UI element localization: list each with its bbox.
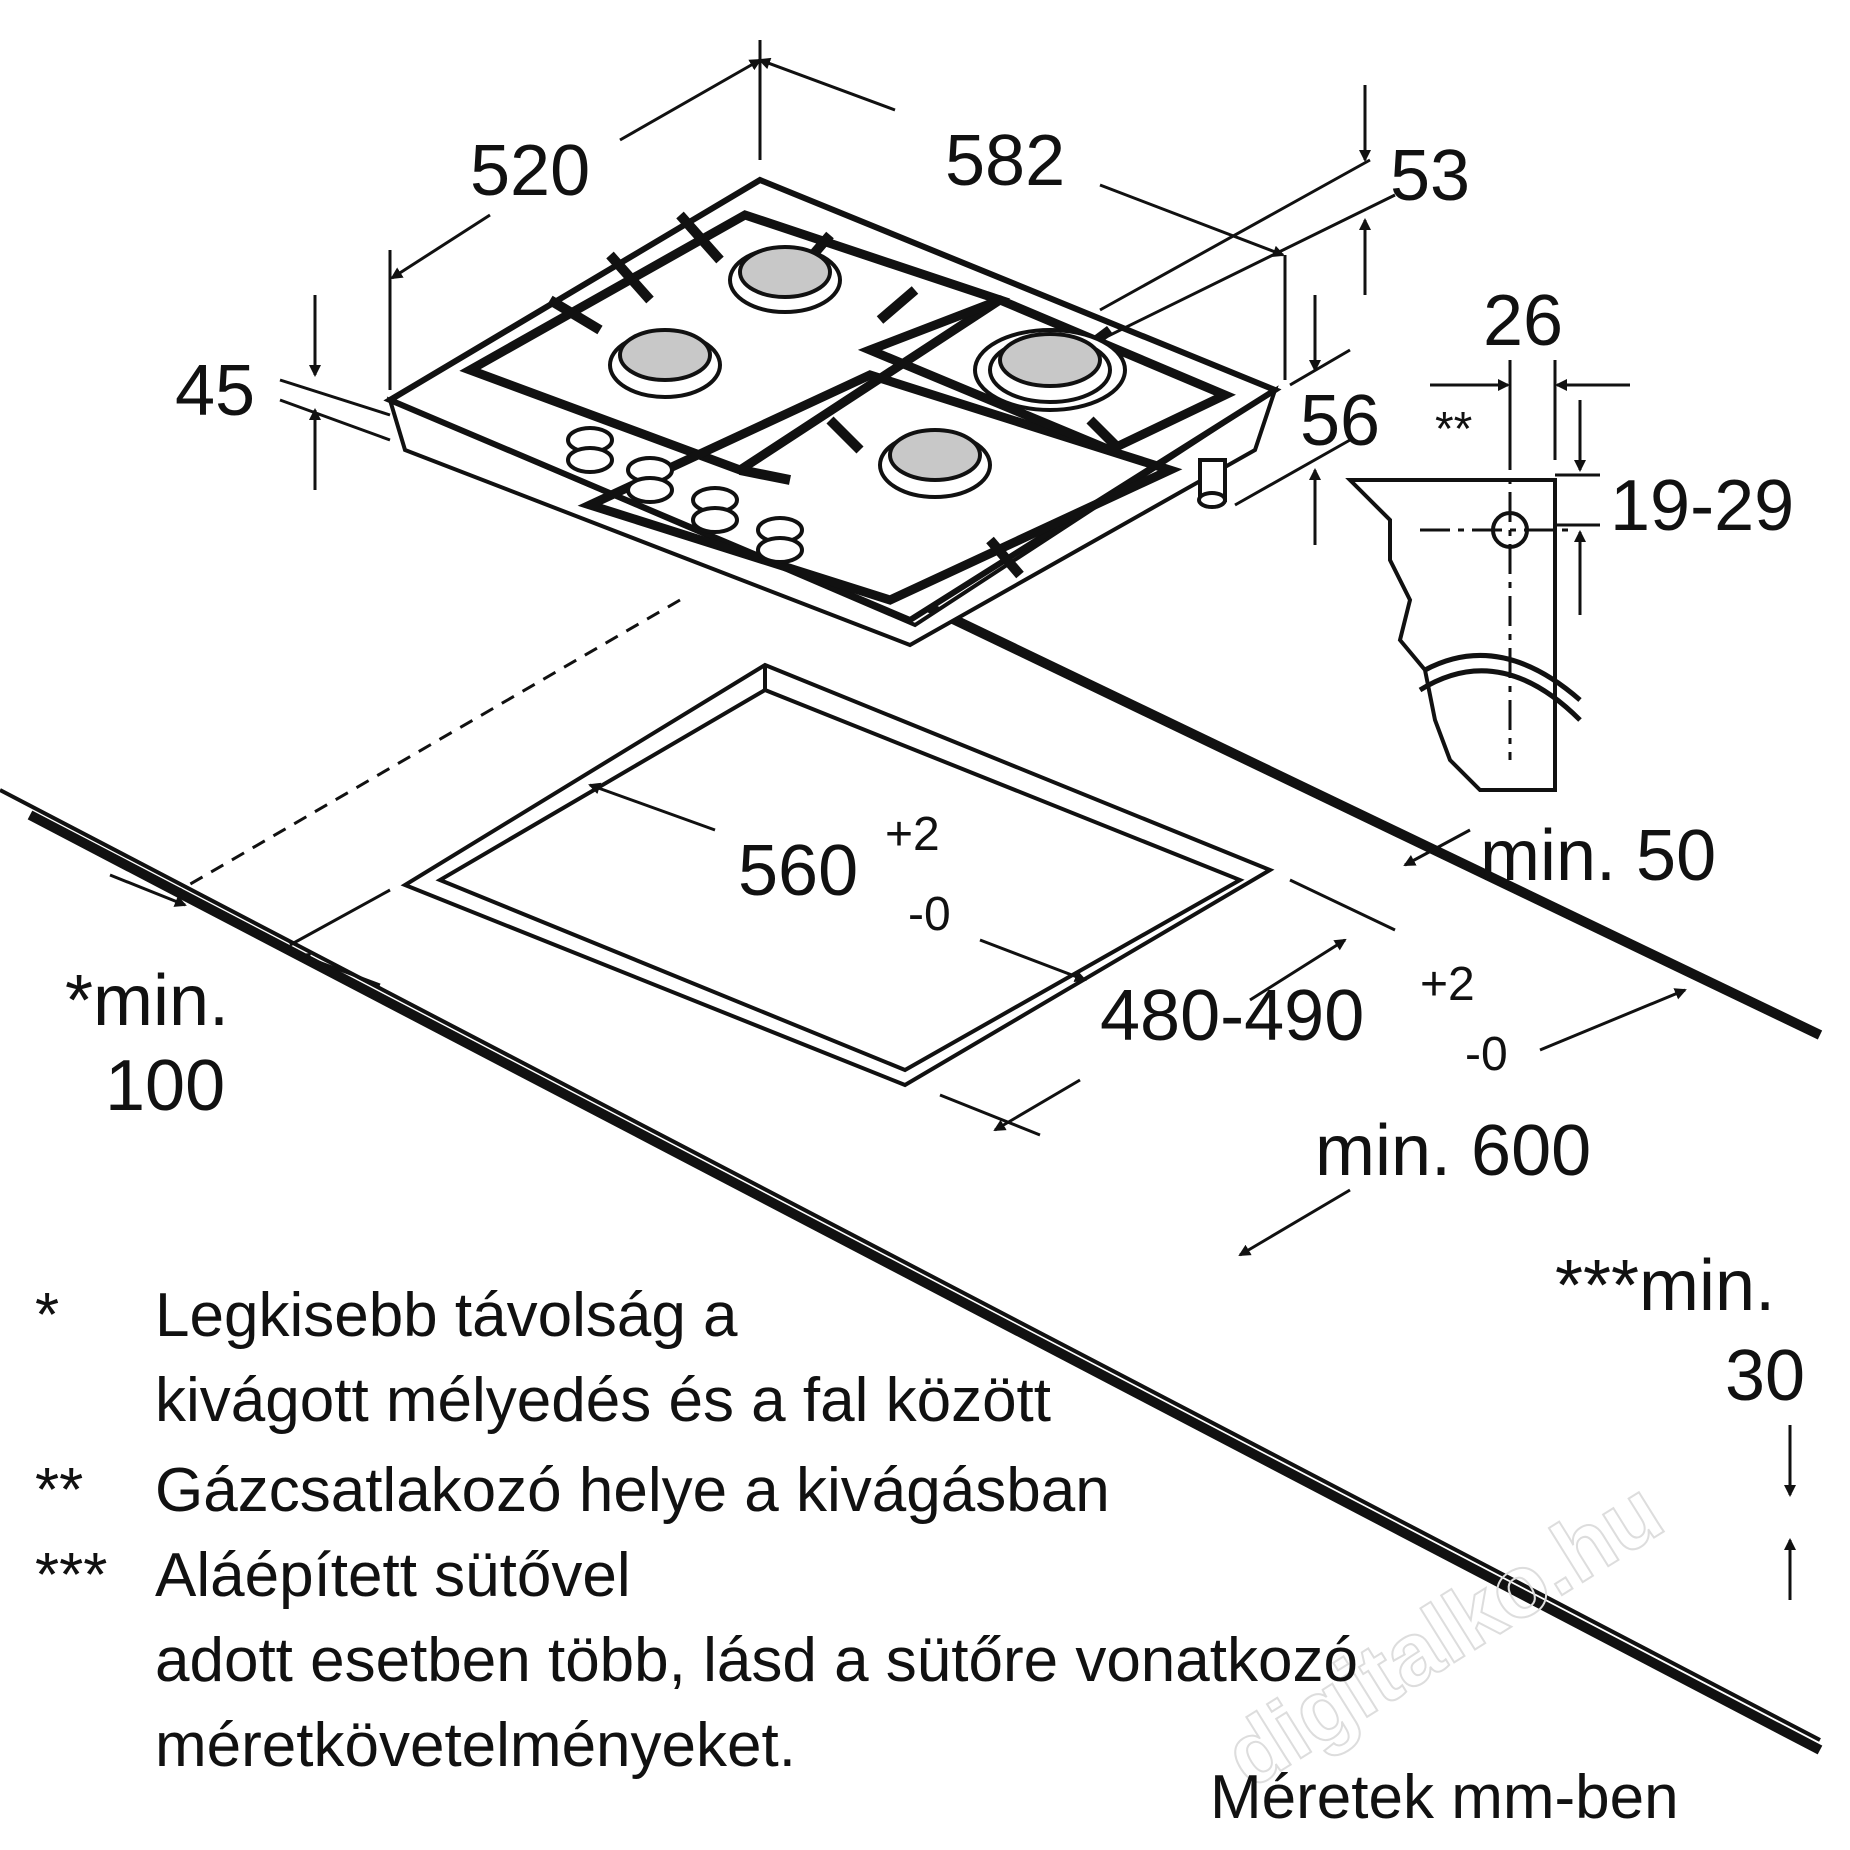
worktop bbox=[0, 555, 1823, 1755]
burner-back-left bbox=[728, 245, 842, 314]
dim-min-30-label: ***min. bbox=[1555, 1246, 1775, 1326]
dim-min-30-value: 30 bbox=[1725, 1336, 1805, 1416]
dim-min-100-value: 100 bbox=[105, 1046, 225, 1126]
burner-front-right bbox=[878, 428, 992, 499]
dim-56: 56 bbox=[1300, 381, 1380, 461]
footnote-3-line-1: Aláépített sütővel bbox=[155, 1541, 631, 1610]
dim-560: 560 bbox=[738, 831, 858, 911]
tol-minus-560: -0 bbox=[908, 888, 951, 941]
control-knob bbox=[566, 426, 804, 564]
worktop-cutout bbox=[400, 662, 1275, 1088]
dim-53: 53 bbox=[1390, 136, 1470, 216]
units-caption: Méretek mm-ben bbox=[1210, 1763, 1679, 1832]
dim-45: 45 bbox=[175, 351, 255, 431]
footnote-1-line-2: kivágott mélyedés és a fal között bbox=[155, 1366, 1052, 1435]
gas-hob bbox=[383, 176, 1282, 648]
dim-19-29: 19-29 bbox=[1610, 466, 1794, 546]
dim-26: 26 bbox=[1483, 281, 1563, 361]
footnote-2-marker: ** bbox=[35, 1456, 84, 1525]
footnote-1-line-1: Legkisebb távolság a bbox=[155, 1281, 738, 1350]
tol-plus-560: +2 bbox=[885, 808, 940, 861]
burner-front-left bbox=[608, 328, 722, 399]
footnote-2-line-1: Gázcsatlakozó helye a kivágásban bbox=[155, 1456, 1110, 1525]
tol-plus-480: +2 bbox=[1420, 958, 1475, 1011]
footnote-3-line-3: méretkövetelményeket. bbox=[155, 1711, 796, 1780]
gas-marker-2star: ** bbox=[1435, 403, 1472, 456]
gas-connector bbox=[1197, 458, 1227, 509]
dim-min-100-label: *min. bbox=[65, 961, 229, 1041]
burner-wok bbox=[973, 328, 1127, 412]
footnote-3-marker: *** bbox=[35, 1541, 108, 1610]
dim-min-50: min. 50 bbox=[1480, 816, 1716, 896]
dim-480-490: 480-490 bbox=[1100, 976, 1364, 1056]
tol-minus-480: -0 bbox=[1465, 1028, 1508, 1081]
dim-582: 582 bbox=[945, 121, 1065, 201]
dim-min-600: min. 600 bbox=[1315, 1111, 1591, 1191]
footnote-1-marker: * bbox=[35, 1281, 60, 1350]
dim-520: 520 bbox=[470, 131, 590, 211]
gas-connection-detail bbox=[1345, 360, 1630, 792]
footnote-3-line-2: adott esetben több, lásd a sütőre vonatk… bbox=[155, 1626, 1358, 1695]
